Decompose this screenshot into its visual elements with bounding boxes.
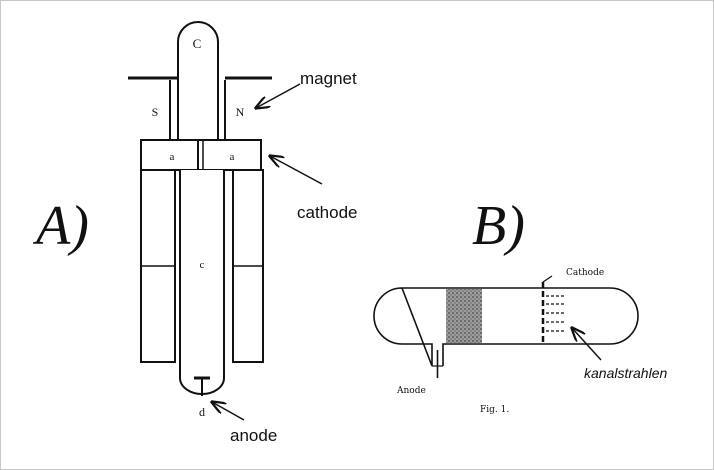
panel-b-tube — [373, 275, 639, 378]
part-mark-cathode-left: a — [170, 151, 175, 163]
part-mark-south: S — [152, 105, 159, 119]
part-mark-tube-body: c — [200, 259, 205, 271]
anode-label-b: Anode — [396, 386, 426, 396]
anode-label: anode — [230, 426, 277, 445]
cathode-block — [140, 139, 262, 171]
anode-arrow — [212, 402, 245, 421]
discharge-tube-outline — [373, 287, 639, 367]
part-mark-anode: d — [199, 405, 205, 419]
part-mark-north: N — [236, 105, 245, 119]
magnet-label: magnet — [300, 69, 357, 88]
kanalstrahlen-arrow — [572, 328, 602, 361]
cathode-arrow — [270, 156, 323, 185]
glow-region — [446, 289, 482, 343]
panel-b-label: B) — [472, 195, 525, 257]
panel-b-annotations: Cathode Anode kanalstrahlen Fig. 1. B) — [396, 195, 667, 415]
upper-tube — [177, 21, 219, 140]
kanalstrahlen-label: kanalstrahlen — [584, 365, 667, 381]
panel-a-label: A) — [32, 195, 89, 257]
kanalstrahlen-rays — [546, 295, 566, 332]
cathode-label-b: Cathode — [566, 268, 604, 278]
part-mark-c-top: C — [193, 36, 202, 51]
panel-a-annotations: magnet cathode anode A) — [32, 69, 358, 445]
cathode-lead-b — [542, 275, 553, 283]
part-mark-cathode-right: a — [230, 151, 235, 163]
figure-caption: Fig. 1. — [480, 405, 509, 415]
magnet-arrow — [256, 83, 301, 108]
cathode-label: cathode — [297, 203, 358, 222]
panel-a-apparatus: C S N a a c d — [128, 21, 272, 419]
lower-tube — [179, 170, 225, 395]
